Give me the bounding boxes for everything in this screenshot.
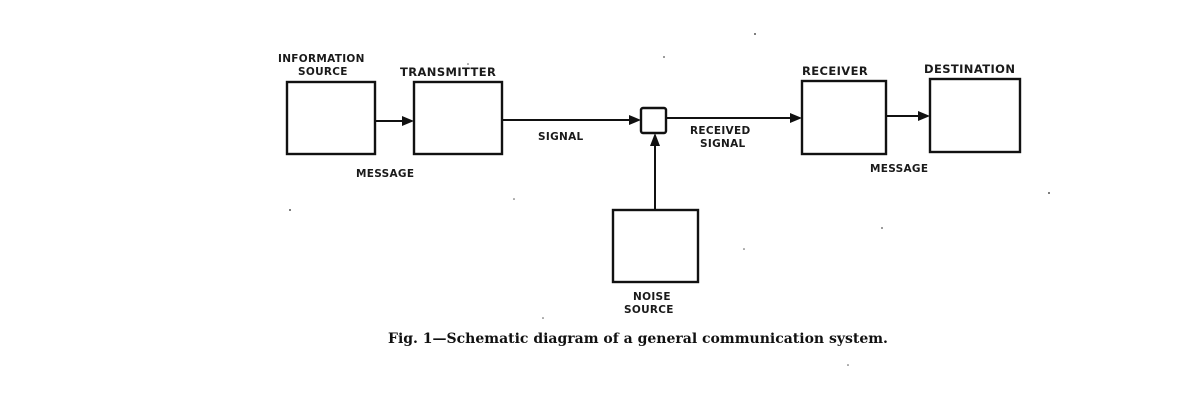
scan-speck	[754, 33, 756, 35]
message-out-label: MESSAGE	[870, 163, 928, 175]
transmitter-block	[412, 80, 504, 156]
signal-arrowhead	[629, 115, 641, 125]
noise-source-label-line1: NOISE	[633, 291, 671, 303]
scan-speck	[542, 317, 544, 319]
scan-speck	[663, 56, 665, 58]
information-source-label-line1: INFORMATION	[278, 53, 365, 65]
figure-caption: Fig. 1—Schematic diagram of a general co…	[388, 331, 888, 347]
signal-label: SIGNAL	[538, 131, 584, 143]
message-in-arrowhead	[402, 116, 414, 126]
scan-speck	[743, 248, 745, 250]
information-source-block	[285, 80, 377, 156]
receiver-label: RECEIVER	[802, 64, 868, 78]
noise-source-block	[611, 208, 700, 284]
scan-speck	[1048, 192, 1050, 194]
scan-speck	[467, 63, 469, 65]
message-out-arrowhead	[918, 111, 930, 121]
scan-speck	[881, 227, 883, 229]
destination-label: DESTINATION	[924, 62, 1015, 76]
scan-speck	[847, 364, 849, 366]
noise-arrowhead	[650, 133, 660, 146]
scan-speck	[513, 198, 515, 200]
transmitter-label: TRANSMITTER	[400, 65, 496, 79]
message-in-label: MESSAGE	[356, 168, 414, 180]
noise-junction-block	[639, 106, 668, 135]
destination-block	[928, 77, 1022, 154]
scan-speck	[289, 209, 291, 211]
receiver-block	[800, 79, 888, 156]
information-source-label-line2: SOURCE	[298, 66, 348, 78]
noise-source-label-line2: SOURCE	[624, 304, 674, 316]
received-signal-label-line2: SIGNAL	[700, 138, 746, 150]
received-signal-arrowhead	[790, 113, 802, 123]
received-signal-label-line1: RECEIVED	[690, 125, 750, 137]
